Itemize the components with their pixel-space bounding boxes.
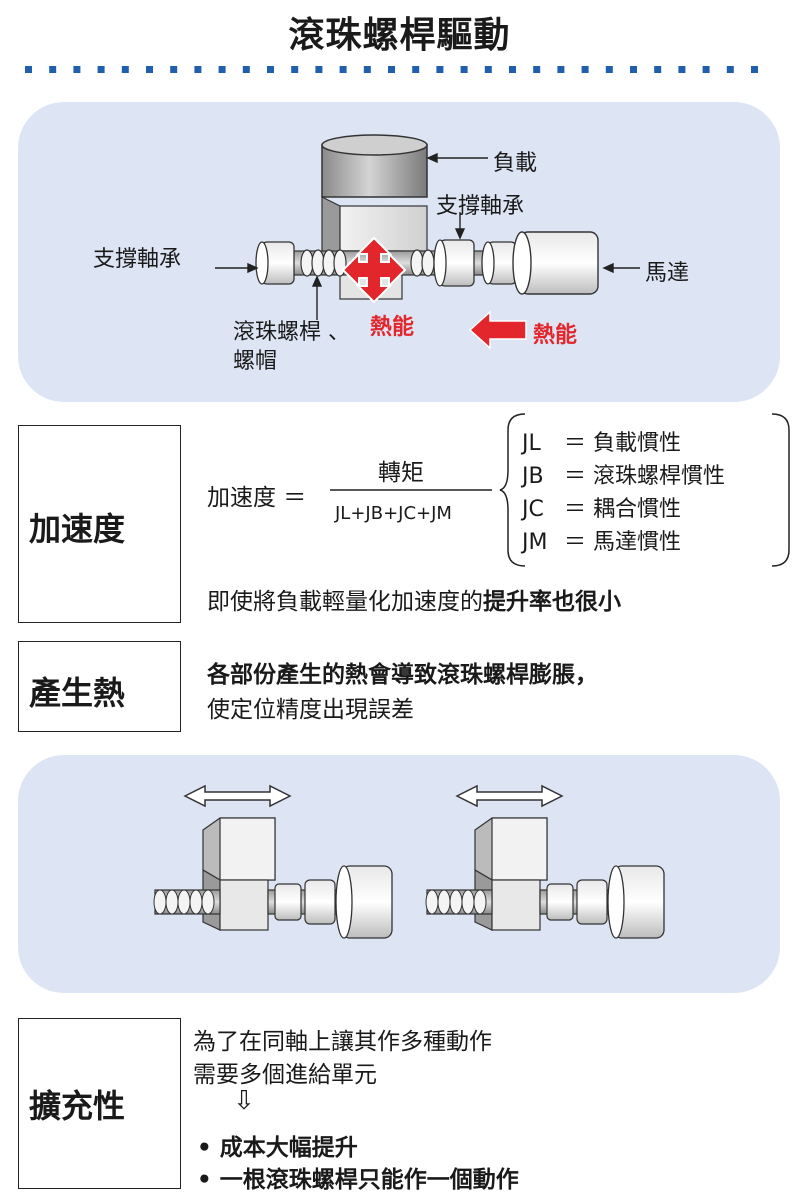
legend-row: JL＝ 負載慣性: [522, 431, 681, 456]
label-load: 負載: [493, 151, 538, 176]
divider-dot: [484, 66, 492, 73]
divider-dot: [146, 66, 153, 73]
divider-dot: [412, 66, 420, 73]
down-arrow-icon: ⇩: [233, 1086, 255, 1116]
divider-dot: [25, 66, 32, 73]
divider-dot: [49, 66, 57, 73]
expansion-line-1: 為了在同軸上讓其作多種動作: [193, 1029, 492, 1055]
bullet-2: • 一根滾珠螺桿只能作一個動作: [197, 1167, 519, 1193]
heat-line-1: 各部份產生的熱會導致滾珠螺桿膨脹，: [207, 662, 598, 688]
label-heat-center: 熱能: [370, 315, 415, 340]
legend-row: JC＝ 耦合慣性: [522, 497, 681, 522]
divider-dot: [339, 66, 347, 73]
divider-dot: [533, 66, 541, 73]
divider-dot: [363, 66, 371, 73]
divider-dot: [678, 66, 686, 73]
formula-lhs: 加速度 ＝: [207, 485, 307, 511]
formula-denominator: JL+JB+JC+JM: [335, 503, 452, 524]
acceleration-label-box: 加速度: [18, 425, 181, 623]
heat-line-2: 使定位精度出現誤差: [207, 697, 414, 723]
heat-label-box: 產生熱: [18, 641, 181, 732]
divider-dot: [242, 66, 250, 73]
divider-dot: [291, 66, 299, 73]
divider-dot: [557, 66, 565, 73]
divider-dot: [630, 66, 637, 73]
divider-dot: [702, 66, 710, 73]
label-support-bearing-top: 支撐軸承: [436, 194, 525, 219]
formula-numerator: 轉矩: [378, 460, 424, 486]
divider-dot: [726, 66, 734, 73]
divider-dot: [581, 66, 589, 73]
divider-dot: [388, 66, 395, 73]
expansion-label: 擴充性: [29, 1087, 126, 1125]
expansion-line-2: 需要多個進給單元: [193, 1062, 377, 1088]
divider-dot: [654, 66, 662, 73]
heat-label: 產生熱: [29, 674, 126, 712]
label-motor: 馬達: [645, 261, 690, 286]
expansion-diagram: [153, 784, 665, 939]
divider-dot: [97, 66, 105, 73]
inertia-legend: JL＝ 負載慣性 JB＝ 滾珠螺桿慣性 JC＝ 耦合慣性 JM＝ 馬達慣性: [522, 427, 725, 559]
divider-dot: [194, 66, 202, 73]
label-support-bearing-left: 支撐軸承: [93, 247, 182, 272]
divider-dot: [218, 66, 226, 73]
divider-dot: [170, 66, 178, 73]
divider-dot: [751, 66, 758, 73]
label-ballscrew-nut-1: 滾珠螺桿 、: [233, 320, 350, 345]
bullet-1: • 成本大幅提升: [197, 1135, 358, 1161]
divider-dot: [436, 66, 444, 73]
page-title: 滾珠螺桿驅動: [288, 15, 511, 56]
expansion-label-box: 擴充性: [18, 1018, 181, 1189]
label-heat-right: 熱能: [533, 323, 578, 348]
expansion-diagram-panel: [18, 755, 780, 993]
legend-row: JM＝ 馬達慣性: [522, 530, 681, 555]
acceleration-note: 即使將負載輕量化加速度的提升率也很小: [207, 589, 621, 615]
divider-dot: [121, 66, 129, 73]
label-ballscrew-nut-2: 螺帽: [233, 349, 278, 374]
divider-dot: [509, 66, 516, 73]
legend-row: JB＝ 滾珠螺桿慣性: [522, 464, 725, 489]
right-brace: [771, 413, 790, 567]
divider-dot: [605, 66, 613, 73]
divider-dot: [267, 66, 274, 73]
divider-dot: [73, 66, 81, 73]
acceleration-label: 加速度: [29, 510, 126, 548]
divider-dot: [460, 66, 468, 73]
dotted-divider: [25, 66, 758, 73]
divider-dot: [315, 66, 323, 73]
